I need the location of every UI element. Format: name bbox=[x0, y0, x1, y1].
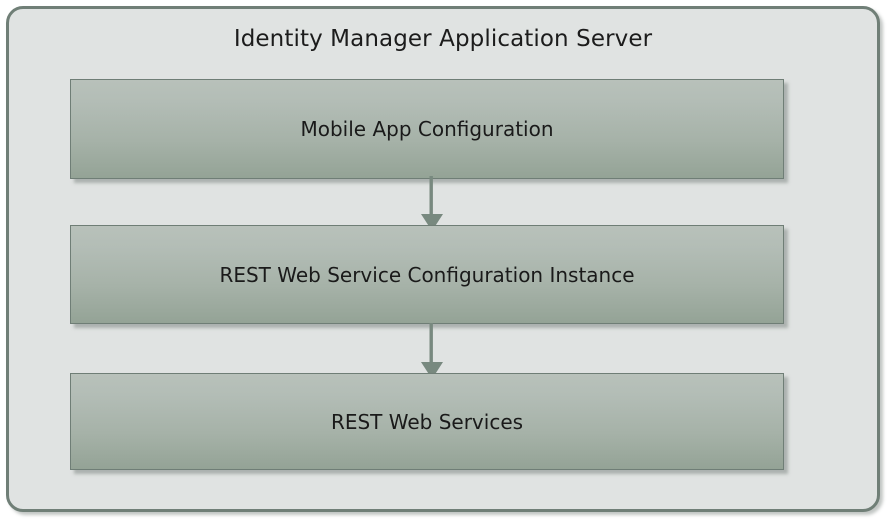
node-rest-web-service-configuration-instance[interactable]: REST Web Service Configuration Instance bbox=[70, 225, 784, 324]
down-arrow-icon bbox=[414, 323, 450, 380]
down-arrow-icon bbox=[414, 176, 450, 232]
node-label: REST Web Services bbox=[330, 409, 524, 434]
node-label: Mobile App Configuration bbox=[300, 117, 554, 141]
node-mobile-app-configuration[interactable]: Mobile App Configuration bbox=[70, 79, 784, 179]
identity-manager-application-server-container: Identity Manager Application Server Mobi… bbox=[6, 6, 880, 512]
node-label: REST Web Service Configuration Instance bbox=[219, 262, 635, 287]
node-rest-web-services[interactable]: REST Web Services bbox=[70, 373, 784, 470]
down-arrow-glyph bbox=[421, 323, 443, 379]
page-title: Identity Manager Application Server bbox=[233, 26, 653, 52]
down-arrow-glyph bbox=[421, 176, 443, 231]
